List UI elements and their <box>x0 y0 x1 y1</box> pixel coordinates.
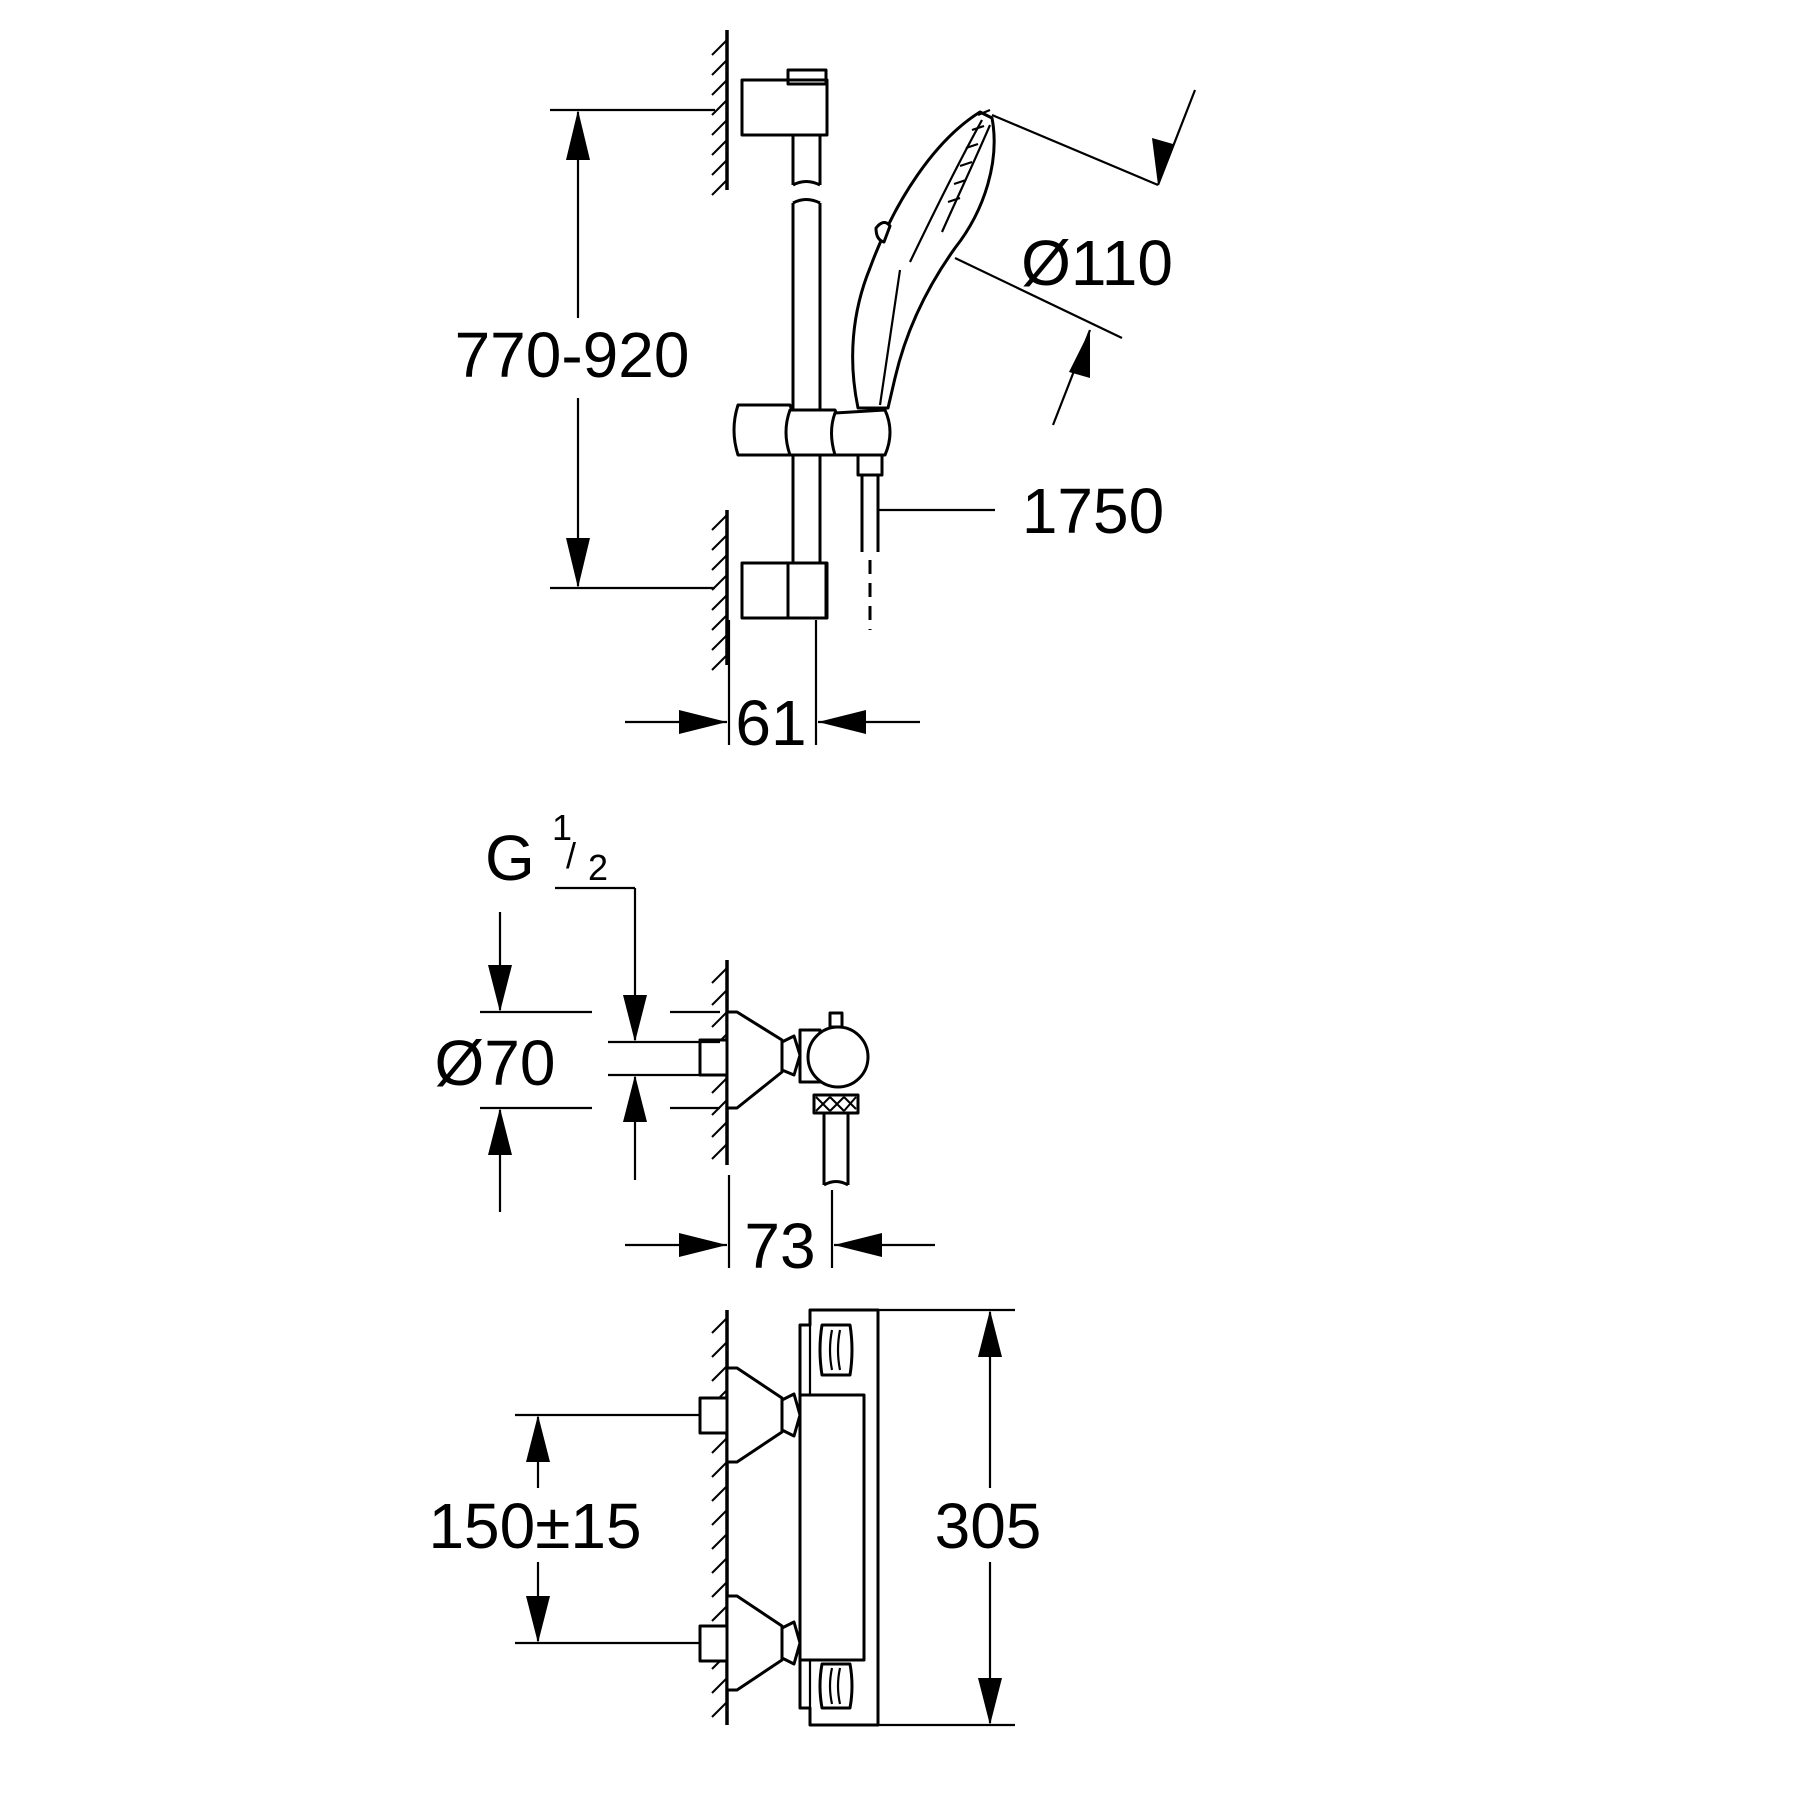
dimension-label-escutcheon-diameter: Ø70 <box>435 1027 556 1099</box>
dimension-label-thread-separator: / <box>566 835 576 876</box>
rail-bracket-lower <box>740 561 829 620</box>
dimension-label-thread-denominator: 2 <box>588 847 608 888</box>
dimension-hose-length: 1750 <box>878 475 1164 547</box>
dimension-label-thread-numerator: 1 <box>552 807 572 848</box>
dimension-label-handshower-diameter: Ø110 <box>1021 227 1173 299</box>
dimension-label-rail-height: 770-920 <box>455 319 690 391</box>
inlet-lower <box>698 1594 802 1692</box>
hand-shower <box>851 108 996 410</box>
dimension-rail-height: 770-920 <box>455 108 715 590</box>
dimension-label-rail-depth: 61 <box>735 687 806 759</box>
dimension-mixer-depth: 73 <box>625 1175 935 1282</box>
dimension-handshower-diameter: Ø110 <box>954 89 1197 426</box>
dimension-rail-depth: 61 <box>625 620 920 759</box>
temperature-handle <box>818 1323 854 1377</box>
rail-bar <box>791 198 822 563</box>
flow-handle <box>818 1662 854 1710</box>
dimension-centre-distance: 150±15 <box>428 1413 700 1645</box>
dimension-label-mixer-length: 305 <box>935 1490 1042 1562</box>
inlet-upper <box>698 1366 802 1464</box>
shower-rail-view: 770-920 Ø110 1750 61 <box>455 30 1197 759</box>
dimension-label-centre-distance: 150±15 <box>428 1490 641 1562</box>
mixer-front-view: 150±15 305 <box>428 1308 1042 1727</box>
rail-slider <box>732 403 892 477</box>
mixer-body <box>798 1308 880 1727</box>
rail-bracket-upper <box>740 68 829 187</box>
dimension-label-thread: G <box>485 822 535 894</box>
dimension-label-hose-length: 1750 <box>1022 475 1164 547</box>
dimension-thread: G 1 / 2 <box>485 807 720 1180</box>
wall-lower <box>711 510 729 671</box>
dimension-escutcheon-diameter: Ø70 <box>435 912 720 1212</box>
wall-upper <box>711 30 729 196</box>
dimension-mixer-length: 305 <box>865 1308 1042 1727</box>
mixer-side-view: Ø70 G 1 / 2 73 <box>435 807 935 1282</box>
wall-bottom <box>711 1310 729 1725</box>
mixer-side-body <box>698 1010 870 1187</box>
dimension-label-mixer-depth: 73 <box>744 1210 815 1282</box>
shower-hose <box>860 475 880 630</box>
